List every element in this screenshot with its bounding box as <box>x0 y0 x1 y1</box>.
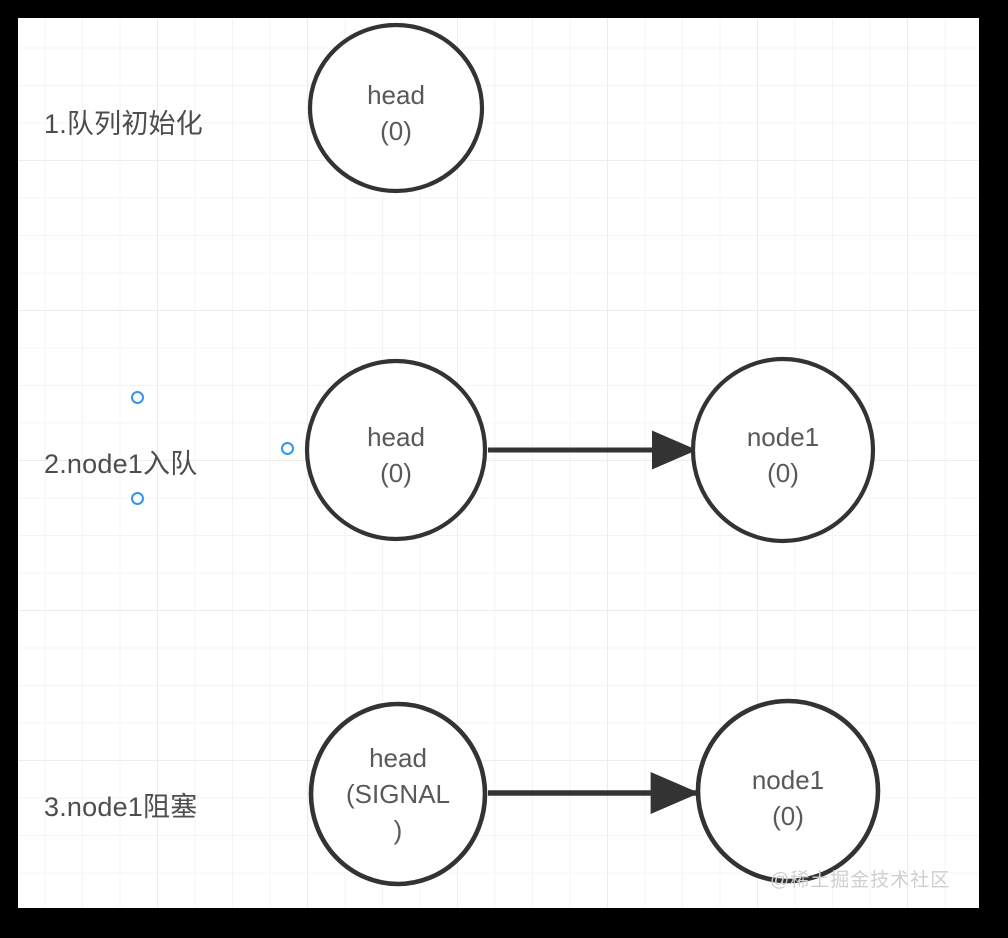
step-label-1: 1.队列初始化 <box>44 109 203 139</box>
selection-handle-middle[interactable] <box>281 442 294 455</box>
node-head-1[interactable] <box>307 22 485 194</box>
node-node1-3[interactable] <box>695 698 881 884</box>
node-head-3[interactable] <box>308 701 488 887</box>
selection-handle-bottom[interactable] <box>131 492 144 505</box>
step-label-3: 3.node1阻塞 <box>44 792 198 822</box>
watermark: @稀土掘金技术社区 <box>770 870 951 891</box>
selection-handle-top[interactable] <box>131 391 144 404</box>
node-head-2[interactable] <box>304 358 488 542</box>
node-node1-2[interactable] <box>690 356 876 544</box>
drawing-canvas[interactable]: 1.队列初始化 head (0) 2.node1入队 head (0) node… <box>18 18 979 908</box>
step-label-2: 2.node1入队 <box>44 449 198 479</box>
shapes-layer <box>304 22 881 887</box>
